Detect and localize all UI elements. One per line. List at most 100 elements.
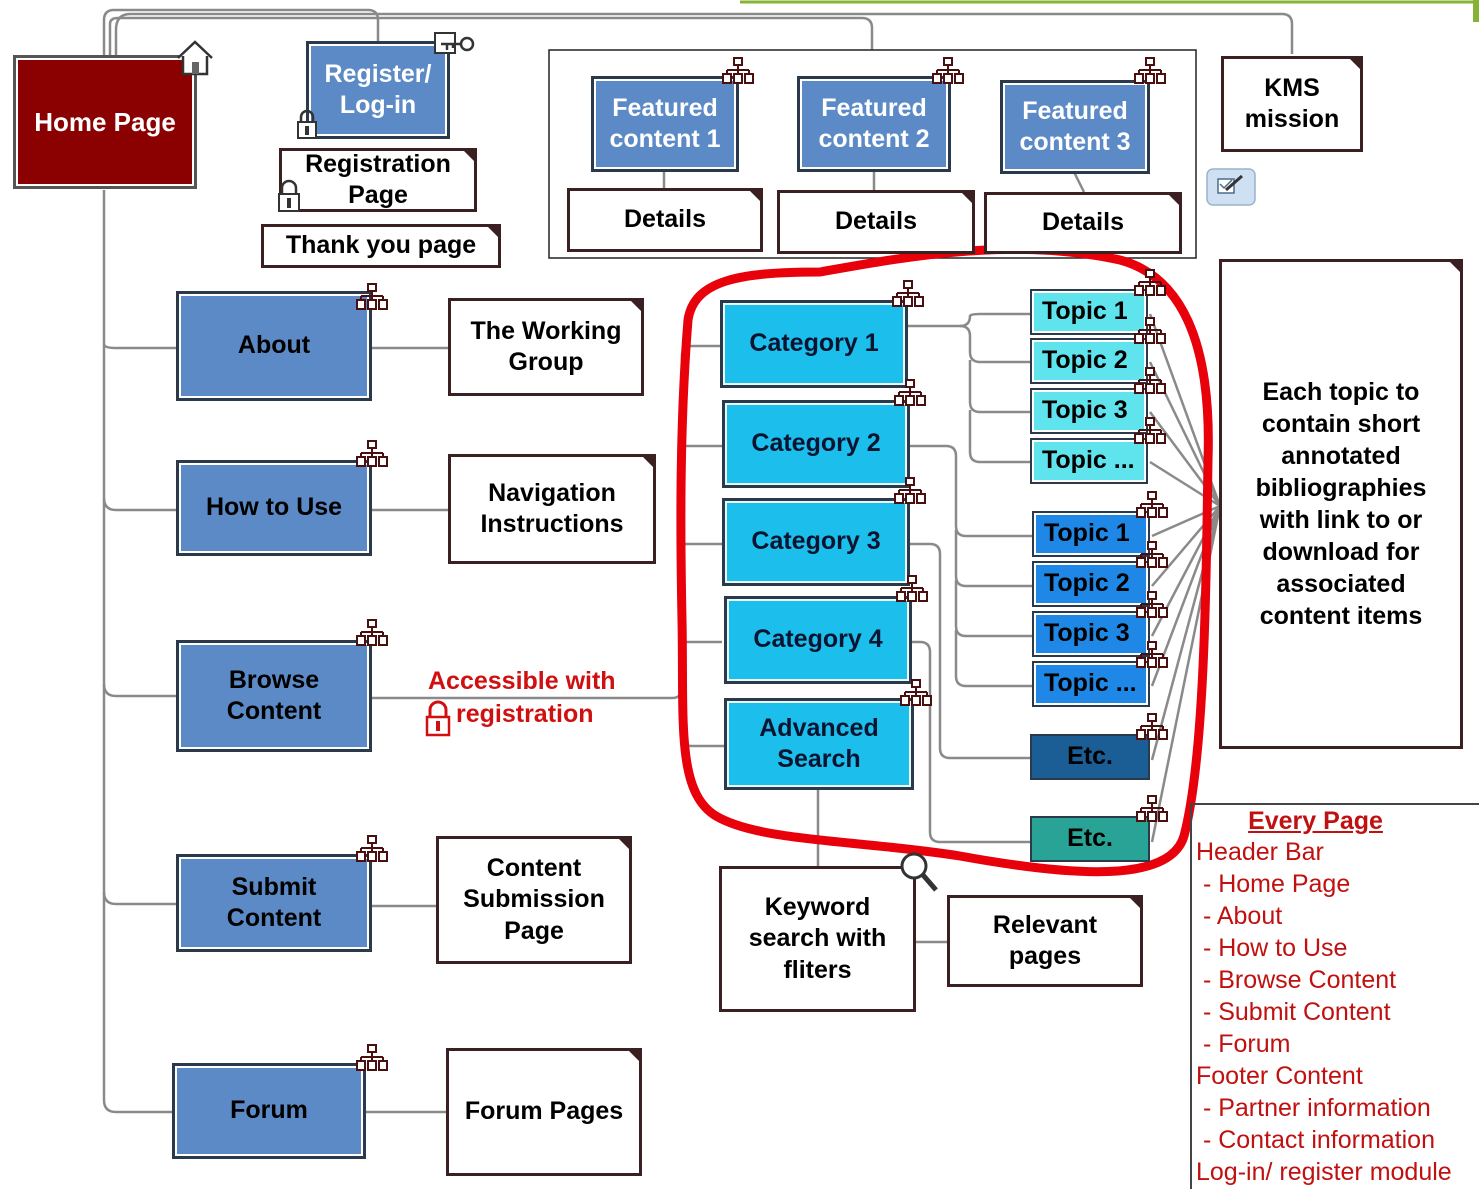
home-page-node[interactable]: Home Page: [13, 55, 197, 189]
every-page-title: Every Page: [1248, 807, 1383, 835]
magnifier-icon: [900, 852, 938, 892]
category-1-label: Category 1: [749, 329, 879, 358]
every-page-item: Header Bar: [1196, 838, 1324, 866]
every-page-item: - Contact information: [1196, 1126, 1435, 1154]
category-3-node[interactable]: Category 3: [722, 498, 910, 586]
category-2-node[interactable]: Category 2: [722, 400, 910, 488]
register-login-node[interactable]: Register/ Log-in: [306, 41, 450, 139]
category-4-node[interactable]: Category 4: [724, 596, 912, 684]
keyword-search-label: Keyword search with fliters: [748, 893, 887, 984]
every-page-item: - Forum: [1196, 1030, 1291, 1058]
padlock-icon: [297, 109, 317, 139]
house-icon: [177, 40, 213, 76]
every-page-item: - Partner information: [1196, 1094, 1431, 1122]
relevant-pages-label: Relevant pages: [992, 910, 1098, 970]
access-note-line1: Accessible with: [428, 667, 616, 695]
padlock-icon: [278, 179, 300, 212]
topic-b-2-label: Topic 2: [1044, 569, 1130, 598]
featured-3-details-label: Details: [1042, 208, 1124, 237]
every-page-item: Footer Content: [1196, 1062, 1363, 1090]
how-to-use-node[interactable]: How to Use: [176, 460, 372, 556]
topic-b-more-label: Topic ...: [1044, 669, 1137, 698]
forum-pages-node[interactable]: Forum Pages: [446, 1048, 642, 1176]
featured-3-details-node[interactable]: Details: [984, 192, 1182, 254]
forum-label: Forum: [230, 1096, 308, 1125]
submit-content-node[interactable]: Submit Content: [176, 854, 372, 952]
every-page-item: - How to Use: [1196, 934, 1348, 962]
how-to-use-label: How to Use: [205, 493, 343, 522]
featured-1-details-label: Details: [624, 205, 706, 234]
submit-content-label: Submit Content: [226, 872, 322, 932]
every-page-item: - Browse Content: [1196, 966, 1397, 994]
about-label: About: [237, 331, 311, 360]
every-page-item: - Home Page: [1196, 870, 1351, 898]
key-icon: [434, 32, 475, 54]
browse-content-node[interactable]: Browse Content: [176, 640, 372, 752]
etc-label-2: Etc.: [1067, 824, 1113, 853]
topic-b-1-node[interactable]: Topic 1: [1032, 511, 1150, 557]
etc-node-2[interactable]: Etc.: [1030, 816, 1150, 862]
topic-b-3-node[interactable]: Topic 3: [1032, 611, 1150, 657]
topic-b-3-label: Topic 3: [1044, 619, 1130, 648]
kms-mission-label: KMS mission: [1244, 73, 1340, 133]
keyword-search-node[interactable]: Keyword search with fliters: [719, 866, 916, 1012]
topic-b-1-label: Topic 1: [1044, 519, 1130, 548]
navigation-instructions-node[interactable]: Navigation Instructions: [448, 454, 656, 564]
forum-pages-label: Forum Pages: [464, 1097, 624, 1126]
etc-label-1: Etc.: [1067, 742, 1113, 771]
advanced-search-label: Advanced Search: [759, 713, 879, 773]
featured-1-details-node[interactable]: Details: [567, 188, 763, 252]
featured-content-3-label: Featured content 3: [1019, 96, 1131, 156]
featured-2-details-label: Details: [835, 207, 917, 236]
access-note-line2: registration: [456, 700, 594, 728]
etc-node-1[interactable]: Etc.: [1030, 734, 1150, 780]
featured-content-1-node[interactable]: Featured content 1: [591, 76, 739, 172]
every-page-panel: Every Page Header Bar - Home Page - Abou…: [1190, 803, 1479, 1189]
content-submission-label: Content Submission Page: [463, 854, 605, 945]
topic-note: Each topic to contain short annotated bi…: [1219, 259, 1463, 749]
advanced-search-node[interactable]: Advanced Search: [724, 698, 914, 790]
every-page-item: Log-in/ register module: [1196, 1158, 1452, 1186]
category-2-label: Category 2: [751, 429, 881, 458]
topic-b-2-node[interactable]: Topic 2: [1032, 561, 1150, 607]
forum-node[interactable]: Forum: [172, 1063, 366, 1159]
category-4-label: Category 4: [753, 625, 883, 654]
thank-you-page-label: Thank you page: [285, 231, 477, 260]
register-login-label: Register/ Log-in: [324, 59, 432, 119]
thank-you-page-node[interactable]: Thank you page: [261, 224, 501, 268]
every-page-item: - Submit Content: [1196, 998, 1391, 1026]
navigation-instructions-label: Navigation Instructions: [480, 478, 624, 538]
topic-a-2-label: Topic 2: [1042, 346, 1128, 375]
topic-a-1-label: Topic 1: [1042, 297, 1128, 326]
featured-2-details-node[interactable]: Details: [777, 190, 975, 254]
every-page-item: - About: [1196, 902, 1283, 930]
topic-a-3-label: Topic 3: [1042, 396, 1128, 425]
edit-icon[interactable]: [1206, 168, 1256, 206]
category-1-node[interactable]: Category 1: [720, 300, 908, 388]
topic-b-more-node[interactable]: Topic ...: [1032, 661, 1150, 707]
topic-a-3-node[interactable]: Topic 3: [1030, 388, 1148, 434]
working-group-page-node[interactable]: The Working Group: [448, 298, 644, 396]
browse-content-label: Browse Content: [226, 665, 322, 725]
every-page-list: Header Bar - Home Page - About - How to …: [1192, 836, 1479, 1188]
topic-note-text: Each topic to contain short annotated bi…: [1255, 378, 1427, 630]
content-submission-page-node[interactable]: Content Submission Page: [436, 836, 632, 964]
registration-page-node[interactable]: Registration Page: [279, 148, 477, 212]
topic-a-2-node[interactable]: Topic 2: [1030, 338, 1148, 384]
featured-content-2-label: Featured content 2: [818, 93, 930, 153]
registration-page-label: Registration Page: [305, 149, 451, 209]
featured-content-2-node[interactable]: Featured content 2: [797, 76, 951, 172]
featured-content-1-label: Featured content 1: [609, 93, 721, 153]
topic-a-more-node[interactable]: Topic ...: [1030, 438, 1148, 484]
working-group-label: The Working Group: [470, 316, 622, 376]
featured-content-3-node[interactable]: Featured content 3: [1000, 80, 1150, 174]
category-3-label: Category 3: [751, 527, 881, 556]
about-node[interactable]: About: [176, 291, 372, 401]
padlock-icon: [425, 700, 451, 737]
relevant-pages-node[interactable]: Relevant pages: [947, 895, 1143, 987]
topic-a-more-label: Topic ...: [1042, 446, 1135, 475]
kms-mission-node[interactable]: KMS mission: [1221, 56, 1363, 152]
topic-a-1-node[interactable]: Topic 1: [1030, 289, 1148, 335]
